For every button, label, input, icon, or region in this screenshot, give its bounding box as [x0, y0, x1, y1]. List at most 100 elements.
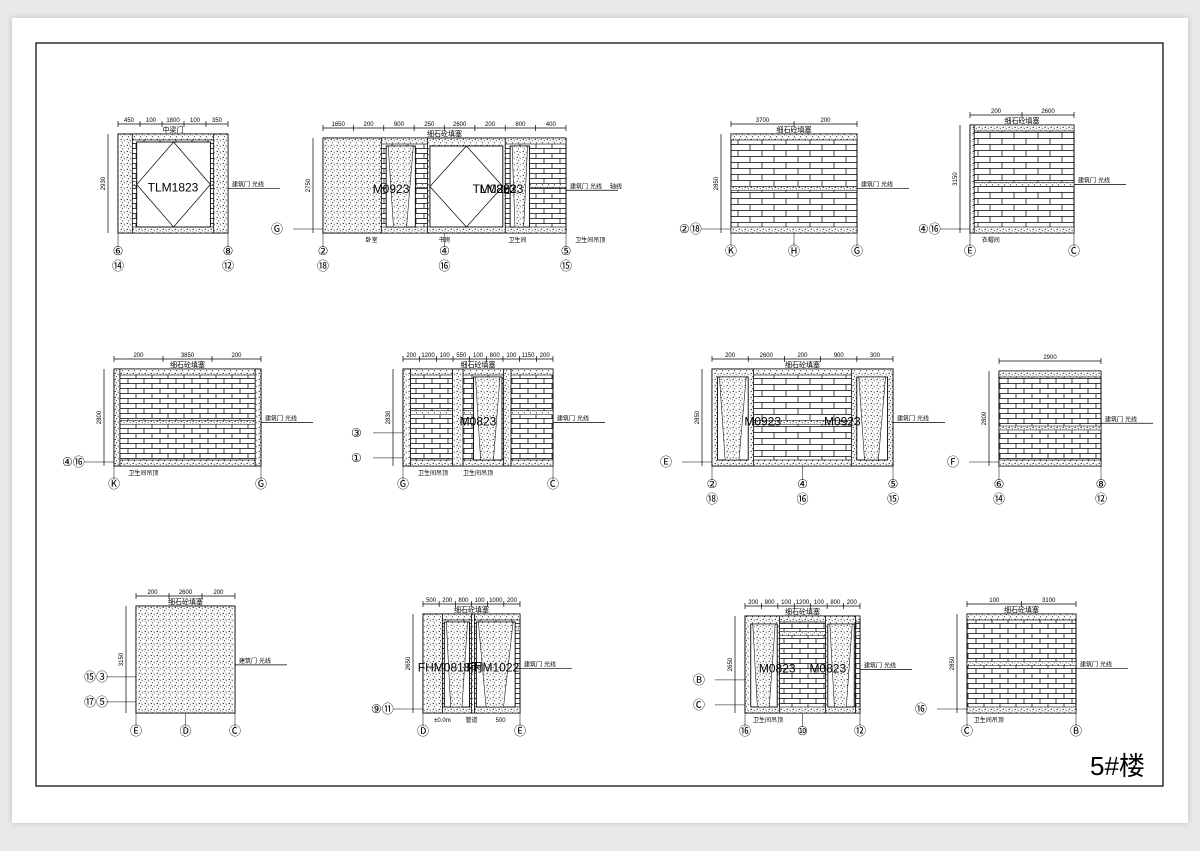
annotation-label: 细石砼填塞: [777, 125, 812, 134]
door-opening: [429, 145, 504, 228]
bottom-infill: [117, 226, 229, 234]
brick-wall: [969, 124, 1075, 234]
dimension-text: 100: [781, 600, 792, 606]
height-dimension-text: 2650: [728, 657, 734, 671]
height-dimension-text: 2800: [982, 411, 988, 425]
top-infill: [117, 133, 229, 141]
dimension-text: 100: [506, 353, 517, 359]
axis-label-secondary: ⑯: [796, 492, 808, 506]
bottom-infill: [730, 226, 858, 234]
bottom-infill: [966, 706, 1077, 714]
top-infill: [966, 613, 1077, 621]
annotation-label: 细石砼填塞: [170, 360, 205, 369]
tie-beam: [969, 182, 1075, 187]
side-axis-label: ⑨⑪: [371, 702, 394, 716]
concrete-column: [969, 124, 975, 234]
axis-label: Ⓒ: [547, 477, 559, 491]
dimension-text: 1150: [522, 353, 536, 359]
annotation-label: 卫生间吊顶: [418, 469, 448, 477]
side-axis-label: Ⓖ: [271, 222, 283, 236]
note-text: 光线: [544, 660, 556, 668]
note-text: 光线: [259, 657, 271, 665]
dimension-text: 200: [507, 598, 518, 604]
dimension-text: 550: [456, 353, 467, 359]
dimension-text: 250: [424, 122, 435, 128]
top-infill: [113, 368, 262, 376]
side-axis-label: ④⑯: [918, 222, 941, 236]
dimension-text: 200: [820, 118, 831, 124]
axis-label: ②: [707, 477, 718, 491]
concrete-column: [402, 368, 411, 467]
dimension-text: 100: [473, 353, 484, 359]
dimension-text: 2900: [1043, 355, 1057, 361]
door-code-label: M0823: [809, 661, 846, 675]
axis-label: Ⓒ: [1068, 244, 1080, 258]
axis-label: ⑥: [994, 477, 1005, 491]
axis-label: Ⓖ: [851, 244, 863, 258]
dimension-text: 200: [442, 598, 453, 604]
annotation-label: 细石砼填塞: [785, 360, 820, 369]
dimension-text: 900: [834, 353, 845, 359]
axis-label: Ⓖ: [397, 477, 409, 491]
dimension-text: 200: [406, 353, 417, 359]
axis-label: Ⓓ: [179, 724, 191, 738]
note-text: 建筑门: [1078, 176, 1096, 184]
bottom-infill: [998, 459, 1102, 467]
door-leaf: [719, 376, 747, 461]
annotation-label: 细石砼填塞: [1004, 605, 1039, 614]
concrete-column: [135, 605, 236, 714]
top-infill: [969, 124, 1075, 132]
door-code-label: M0923: [744, 414, 781, 428]
axis-label-secondary: ⑱: [317, 259, 329, 273]
dimension-text: 800: [830, 600, 841, 606]
axis-label: ⑤: [561, 244, 572, 258]
door-code-label: M0923: [824, 414, 861, 428]
dimension-text: 200: [540, 353, 551, 359]
note-text: 光线: [917, 414, 929, 422]
note-text: 光线: [1100, 660, 1112, 668]
dimension-text: 1200: [421, 353, 435, 359]
door-leaf: [478, 621, 514, 708]
dimension-text: 800: [458, 598, 469, 604]
concrete-column: [113, 368, 121, 467]
dimension-text: 3100: [1042, 598, 1056, 604]
dimension-text: 3700: [756, 118, 770, 124]
axis-label: ⑧: [1096, 477, 1107, 491]
axis-label: ②: [318, 244, 329, 258]
axis-label: Ⓑ: [1070, 724, 1082, 738]
dimension-text: 400: [546, 122, 557, 128]
axis-label: ⑥: [113, 244, 124, 258]
door-leaf: [858, 376, 886, 461]
door-code-label: M0923: [373, 182, 410, 196]
height-dimension-text: 2800: [97, 410, 103, 424]
annotation-label: 卫生间吊顶: [974, 716, 1004, 724]
door-leaf: [752, 623, 776, 708]
door-leaf: [446, 621, 468, 708]
dimension-text: 100: [190, 118, 201, 124]
dimension-text: 1200: [796, 600, 810, 606]
note-text: 建筑门: [232, 180, 250, 188]
note-text: 光线: [577, 414, 589, 422]
dimension-text: 900: [394, 122, 405, 128]
door-swing: [429, 145, 504, 228]
note-text: 建筑门: [1105, 415, 1123, 423]
note-text: 光线: [1098, 176, 1110, 184]
axis-label-secondary: ⑭: [112, 259, 124, 273]
dimension-text: 200: [748, 600, 759, 606]
annotation-label: 500: [496, 718, 507, 724]
dimension-text: 200: [797, 353, 808, 359]
axis-label: ⑩: [797, 724, 808, 738]
dimension-text: 300: [870, 353, 881, 359]
height-dimension-text: 2650: [406, 656, 412, 670]
dimension-text: 800: [515, 122, 526, 128]
dimension-text: 100: [989, 598, 1000, 604]
dimension-text: 200: [147, 590, 158, 596]
brick-wall: [730, 133, 858, 234]
axis-label: ④: [797, 477, 808, 491]
